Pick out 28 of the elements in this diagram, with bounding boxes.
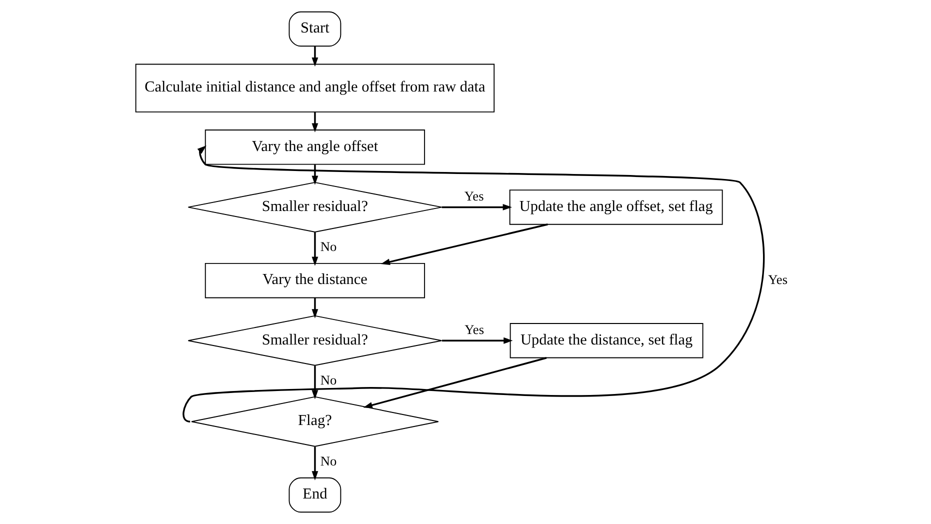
node-diamond: Smaller residual? — [187, 315, 442, 366]
arrow — [441, 204, 512, 210]
node-box: Calculate initial distance and angle offset from raw data — [134, 64, 494, 112]
edge-label: No — [320, 372, 336, 388]
edge-label: No — [320, 239, 336, 254]
edge-label: Yes — [464, 188, 484, 204]
arrow — [311, 446, 318, 480]
node-box: Update the angle offset, set flag — [508, 190, 722, 225]
edge-label: Yes — [768, 272, 788, 288]
node-box: Vary the angle offset — [204, 130, 425, 165]
arrow — [380, 224, 548, 266]
arrow — [311, 232, 318, 266]
node-box: Update the distance, set flag — [509, 322, 703, 358]
edge-label: Yes — [464, 322, 484, 338]
node-box: Start — [288, 11, 341, 47]
node-box: End — [288, 477, 341, 513]
arrow — [311, 164, 318, 185]
arrow — [311, 112, 318, 132]
node-diamond: Smaller residual? — [187, 182, 442, 232]
arrow — [362, 357, 546, 408]
arrow — [311, 46, 318, 67]
arrow — [311, 298, 318, 318]
arrow — [311, 366, 318, 400]
node-diamond: Flag? — [190, 396, 438, 447]
arrow — [442, 337, 512, 344]
node-box: Vary the distance — [204, 262, 425, 298]
edge-label: No — [320, 454, 336, 469]
arrow — [182, 146, 764, 422]
